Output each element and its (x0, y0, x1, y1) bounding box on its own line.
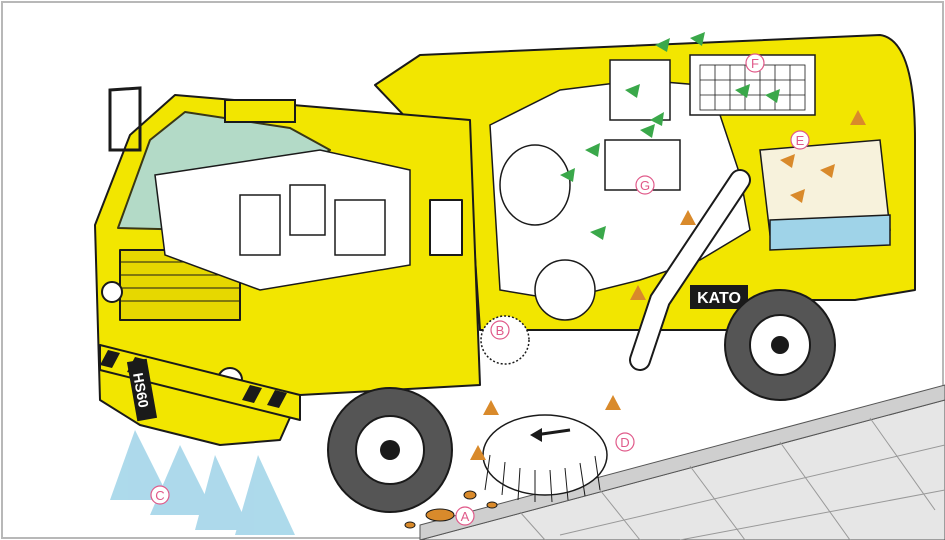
callout-G: G (636, 176, 654, 194)
callout-D: D (616, 433, 634, 451)
callout-F: F (746, 54, 764, 72)
callout-F-label: F (751, 56, 759, 71)
callout-B: B (491, 321, 509, 339)
roof-beacon (225, 100, 295, 122)
rear-wheel (725, 290, 835, 400)
callout-G-label: G (640, 178, 650, 193)
callout-C-label: C (155, 488, 164, 503)
callout-C: C (151, 486, 169, 504)
front-wheel (328, 388, 452, 512)
callout-A: A (456, 507, 474, 525)
callout-A-label: A (461, 509, 470, 524)
callout-E: E (791, 131, 809, 149)
callout-E-label: E (796, 133, 805, 148)
brand-logo-text: KATO (697, 290, 741, 307)
callout-D-label: D (620, 435, 629, 450)
callout-B-label: B (496, 323, 505, 338)
